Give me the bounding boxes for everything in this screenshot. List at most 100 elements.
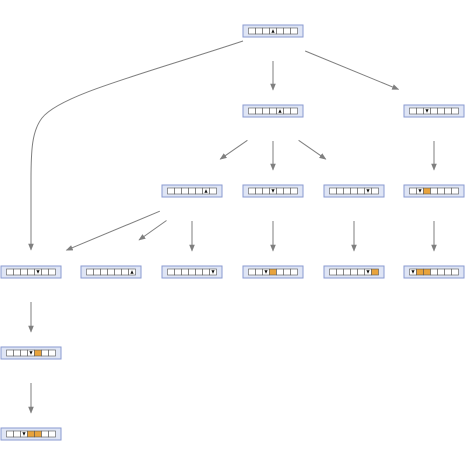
- tape-cell: [262, 27, 270, 35]
- tape-cell: [48, 268, 56, 276]
- tape-cell: [290, 27, 298, 35]
- tape-cell: [248, 268, 256, 276]
- tape-cell: [290, 107, 298, 115]
- tape-cell-marked: [371, 268, 379, 276]
- nodes-layer: [0, 24, 465, 441]
- head-pointer-icon: [271, 189, 275, 193]
- tape-cell: [371, 187, 379, 195]
- tape-cell: [283, 268, 291, 276]
- tape-state-node-n14: [0, 346, 62, 360]
- head-pointer-icon: [130, 270, 134, 274]
- tape-cell: [27, 268, 35, 276]
- tape-cell: [255, 27, 263, 35]
- tape-cell: [290, 268, 298, 276]
- tape-state-node-n10: [161, 265, 223, 279]
- tape-cell: [13, 430, 21, 438]
- tape-cell: [48, 349, 56, 357]
- tape-cell: [41, 430, 49, 438]
- tape-cell: [13, 268, 21, 276]
- head-pointer-icon: [204, 189, 208, 193]
- head-pointer-icon: [264, 270, 268, 274]
- tape-cell: [336, 268, 344, 276]
- tape-cell: [409, 107, 417, 115]
- tape-state-node-n8: [0, 265, 62, 279]
- tape-cell: [248, 187, 256, 195]
- tape-cell: [86, 268, 94, 276]
- edges-layer: [28, 40, 437, 414]
- tape-cell-marked: [34, 430, 42, 438]
- tape-cell: [357, 187, 365, 195]
- tape-cell: [430, 268, 438, 276]
- tape-cell: [41, 349, 49, 357]
- head-pointer-icon: [36, 270, 40, 274]
- tape-cell: [357, 268, 365, 276]
- tape-state-node-n11: [242, 265, 304, 279]
- tape-cell: [6, 430, 14, 438]
- tape-cell: [41, 268, 49, 276]
- tape-cell: [409, 187, 417, 195]
- tape-cell: [100, 268, 108, 276]
- head-pointer-icon: [22, 432, 26, 436]
- tape-cell: [20, 349, 28, 357]
- tape-cell: [13, 349, 21, 357]
- tape-cell: [174, 268, 182, 276]
- head-pointer-icon: [425, 109, 429, 113]
- head-pointer-icon: [271, 29, 275, 33]
- tape-state-node-n3: [403, 104, 465, 118]
- tape-cell: [444, 107, 452, 115]
- tape-state-node-n15: [0, 427, 62, 441]
- tape-cell-marked: [416, 268, 424, 276]
- tape-cell: [451, 268, 459, 276]
- edge-n1-n8: [28, 40, 244, 251]
- tape-cell: [248, 107, 256, 115]
- head-pointer-icon: [29, 351, 33, 355]
- tape-cell: [350, 187, 358, 195]
- head-pointer-icon: [366, 270, 370, 274]
- tape-state-node-n5: [242, 184, 304, 198]
- tape-cell: [416, 107, 424, 115]
- tape-cell: [283, 187, 291, 195]
- tape-cell: [444, 187, 452, 195]
- tape-cell: [269, 107, 277, 115]
- tape-cell: [6, 349, 14, 357]
- tape-cell: [262, 187, 270, 195]
- edge-n2-n4: [219, 139, 248, 160]
- tape-cell: [283, 107, 291, 115]
- tape-cell: [202, 268, 210, 276]
- tape-cell: [114, 268, 122, 276]
- edge-n4-n9: [138, 220, 167, 241]
- tape-cell: [262, 107, 270, 115]
- tape-cell-marked: [423, 268, 431, 276]
- tape-cell-marked: [269, 268, 277, 276]
- tape-cell: [444, 268, 452, 276]
- tape-cell: [430, 107, 438, 115]
- tape-state-node-n7: [403, 184, 465, 198]
- tape-cell: [350, 268, 358, 276]
- tape-state-node-n4: [161, 184, 223, 198]
- edge-n2-n6: [298, 139, 327, 160]
- tape-cell: [174, 187, 182, 195]
- tape-cell: [195, 268, 203, 276]
- tape-cell: [107, 268, 115, 276]
- tape-state-node-n12: [323, 265, 385, 279]
- tape-state-node-n9: [80, 265, 142, 279]
- tape-cell: [451, 107, 459, 115]
- tape-cell: [437, 107, 445, 115]
- tape-cell: [283, 27, 291, 35]
- tape-state-node-n2: [242, 104, 304, 118]
- tape-cell: [248, 27, 256, 35]
- tape-cell: [121, 268, 129, 276]
- edge-n1-n3: [305, 50, 400, 90]
- tape-cell: [93, 268, 101, 276]
- tape-cell: [6, 268, 14, 276]
- tape-cell: [209, 187, 217, 195]
- tape-cell: [48, 430, 56, 438]
- tape-cell: [451, 187, 459, 195]
- tape-cell-marked: [34, 349, 42, 357]
- tape-state-node-n13: [403, 265, 465, 279]
- tape-cell-marked: [27, 430, 35, 438]
- tape-cell: [290, 187, 298, 195]
- tape-cell: [276, 268, 284, 276]
- tape-cell: [336, 187, 344, 195]
